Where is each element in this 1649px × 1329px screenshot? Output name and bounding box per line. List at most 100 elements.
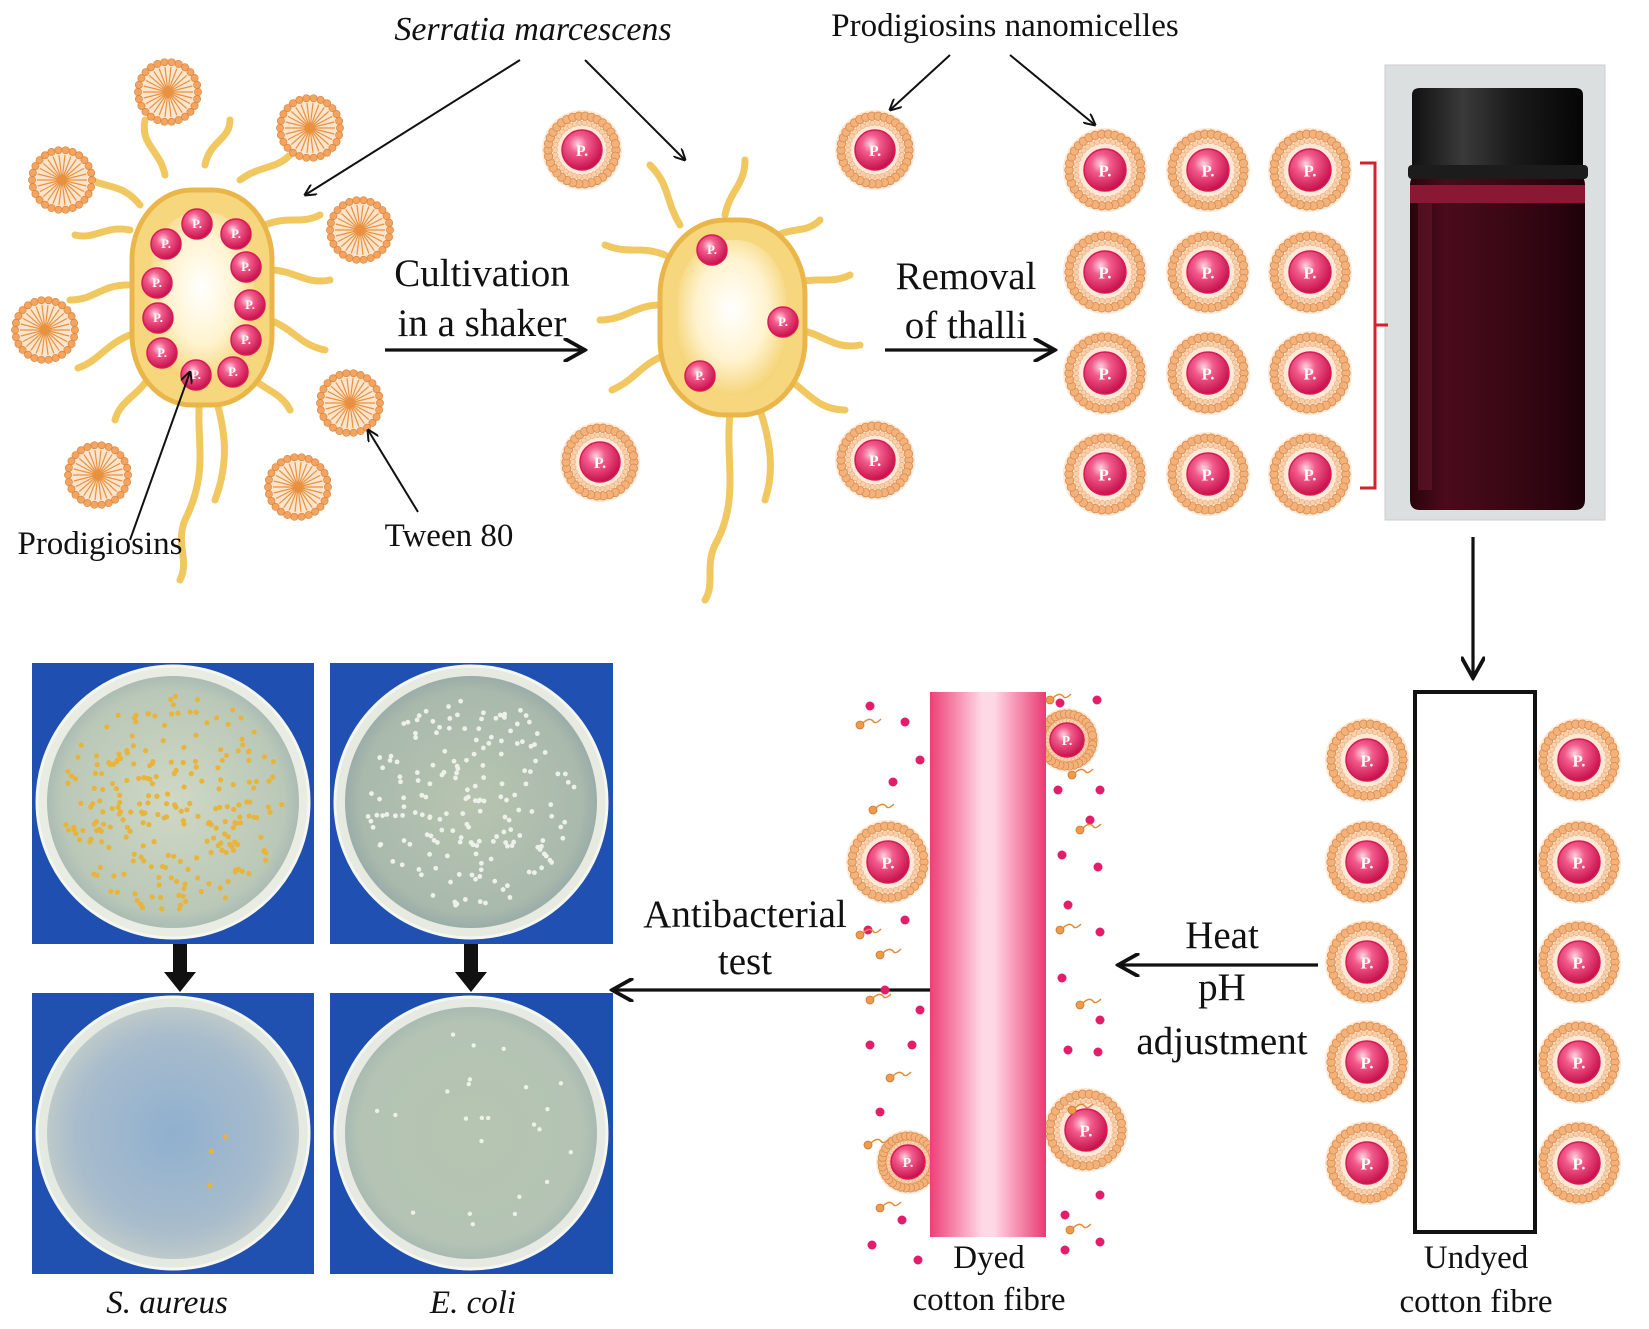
antibacterial-label-1: Antibacterial	[643, 893, 847, 936]
prodigiosin-nanomicelle: P.	[1537, 718, 1621, 802]
svg-text:P.: P.	[1304, 465, 1317, 484]
svg-text:P.: P.	[1304, 364, 1317, 383]
svg-text:P.: P.	[1099, 465, 1112, 484]
svg-text:P.: P.	[594, 455, 606, 472]
cultivation-label-2: in a shaker	[398, 302, 567, 345]
ph-label: pH	[1198, 966, 1246, 1009]
prodigiosin-nanomicelle: P.	[835, 420, 915, 500]
svg-text:P.: P.	[1080, 1121, 1093, 1140]
prodigiosin-particle: P.	[146, 337, 178, 369]
svg-text:P.: P.	[245, 298, 255, 312]
arrows	[129, 54, 1473, 990]
svg-text:P.: P.	[1361, 853, 1374, 872]
svg-text:P.: P.	[1202, 161, 1215, 180]
prodigiosin-nanomicelle: P.	[1537, 1020, 1621, 1104]
svg-text:P.: P.	[1099, 263, 1112, 282]
prodigiosin-nanomicelle: P.	[1325, 1121, 1409, 1205]
prodigiosin-nanomicelle: P.	[1537, 920, 1621, 1004]
prodigiosin-nanomicelle: P.	[1166, 128, 1250, 212]
prodigiosins-label: Prodigiosins	[17, 526, 182, 562]
heat-label: Heat	[1185, 914, 1259, 957]
svg-text:P.: P.	[231, 227, 241, 241]
prodigiosin-nanomicelle: P.	[1325, 920, 1409, 1004]
svg-text:P.: P.	[1573, 751, 1586, 770]
svg-text:P.: P.	[152, 276, 162, 290]
prodigiosin-particle: P.	[181, 208, 213, 240]
prodigiosin-nanomicelle: P.	[1044, 1088, 1128, 1172]
svg-text:P.: P.	[1202, 364, 1215, 383]
tween-80-micelle	[11, 296, 79, 364]
prodigiosin-nanomicelle: P.	[1166, 230, 1250, 314]
prodigiosin-particle: P.	[684, 360, 716, 392]
removal-label-2: of thalli	[905, 304, 1028, 347]
svg-text:P.: P.	[1361, 953, 1374, 972]
svg-text:P.: P.	[1099, 161, 1112, 180]
prodigiosin-nanomicelle: P.	[1268, 128, 1352, 212]
svg-text:P.: P.	[903, 1155, 913, 1170]
serratia-bacterium-cultivated	[596, 156, 864, 604]
prodigiosin-nanomicelle: P.	[1063, 432, 1147, 516]
prodigiosin-nanomicelle: P.	[560, 422, 640, 502]
prodigiosin-particle: P.	[217, 356, 249, 388]
undyed-cotton-fibre	[1413, 690, 1537, 1234]
serratia-label: Serratia marcescens	[394, 11, 671, 48]
prodigiosin-nanomicelle: P.	[1325, 820, 1409, 904]
bacterial-colonies	[63, 693, 577, 1227]
svg-text:P.: P.	[161, 237, 171, 251]
tween-80-micelle	[28, 146, 96, 214]
prodigiosin-nanomicelle: P.	[1063, 128, 1147, 212]
prodigiosin-nanomicelle: P.	[846, 820, 930, 904]
prodigiosin-particle: P.	[150, 228, 182, 260]
prodigiosin-particle: P.	[230, 251, 262, 283]
prodigiosin-solution-bottle-photo	[1384, 64, 1606, 521]
tween-80-micelle	[316, 369, 384, 437]
dyed-label-2: cotton fibre	[912, 1282, 1065, 1318]
svg-text:P.: P.	[241, 260, 251, 274]
prodigiosin-nanomicelle: P.	[1063, 230, 1147, 314]
s-aureus-label: S. aureus	[106, 1285, 228, 1321]
svg-text:P.: P.	[1304, 161, 1317, 180]
prodigiosin-nanomicelle: P.	[1325, 1020, 1409, 1104]
tween-80-micelle	[326, 196, 394, 264]
dyed-label-1: Dyed	[953, 1240, 1025, 1276]
svg-text:P.: P.	[153, 311, 163, 325]
dye-molecules	[855, 693, 1105, 1265]
svg-text:P.: P.	[228, 365, 238, 379]
svg-text:P.: P.	[1099, 364, 1112, 383]
svg-text:P.: P.	[1202, 263, 1215, 282]
undyed-label-1: Undyed	[1424, 1240, 1529, 1276]
svg-text:P.: P.	[192, 217, 202, 231]
prodigiosin-nanomicelle: P.	[1537, 1121, 1621, 1205]
prodigiosin-nanomicelle: P.	[1537, 820, 1621, 904]
prodigiosin-particle: P.	[220, 218, 252, 250]
svg-text:P.: P.	[157, 346, 167, 360]
svg-text:P.: P.	[1573, 953, 1586, 972]
prodigiosin-nanomicelle: P.	[1268, 432, 1352, 516]
prodigiosin-nanomicelle: P.	[1325, 718, 1409, 802]
svg-text:P.: P.	[1573, 1053, 1586, 1072]
tween-80-micelle	[134, 58, 202, 126]
svg-text:P.: P.	[1304, 263, 1317, 282]
prodigiosin-particle: P.	[696, 234, 728, 266]
prodigiosin-particle: P.	[234, 289, 266, 321]
svg-text:P.: P.	[869, 143, 881, 160]
prodigiosin-nanomicelle: P.	[1063, 331, 1147, 415]
prodigiosin-nanomicelle: P.	[1166, 331, 1250, 415]
svg-text:P.: P.	[1573, 1154, 1586, 1173]
prodigiosin-particle: P.	[141, 267, 173, 299]
svg-text:P.: P.	[707, 243, 717, 257]
prodigiosin-nanomicelle: P.	[1268, 331, 1352, 415]
svg-text:P.: P.	[1062, 733, 1072, 748]
removal-label-1: Removal	[896, 255, 1037, 298]
svg-text:P.: P.	[1361, 751, 1374, 770]
tween-80-micelle	[264, 453, 332, 521]
prodigiosin-nanomicelle: P.	[1166, 432, 1250, 516]
antibacterial-test-photos	[32, 663, 613, 1274]
tween-label: Tween 80	[385, 518, 514, 554]
svg-text:P.: P.	[241, 333, 251, 347]
prodigiosin-nanomicelle: P.	[835, 110, 915, 190]
prodigiosin-particle: P.	[230, 324, 262, 356]
cultivation-label-1: Cultivation	[394, 252, 570, 295]
svg-text:P.: P.	[1361, 1154, 1374, 1173]
